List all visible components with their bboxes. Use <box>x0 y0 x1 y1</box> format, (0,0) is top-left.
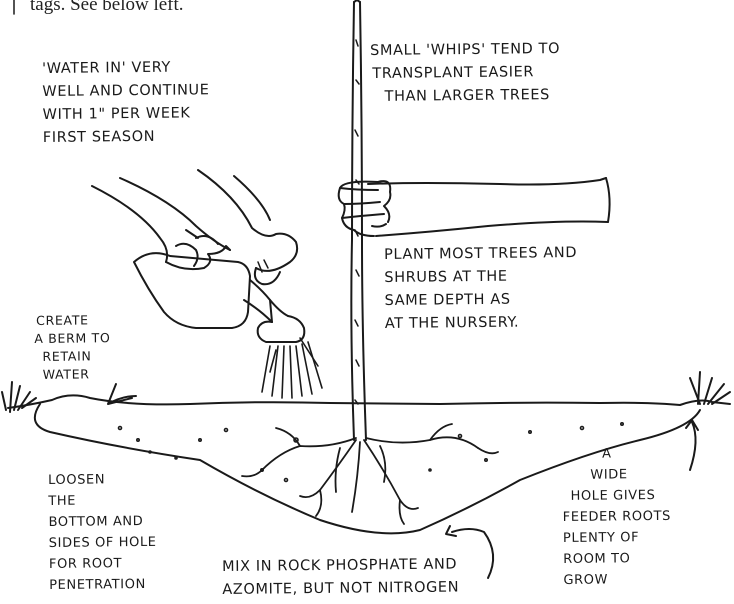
note-wide-hole: A WIDE HOLE GIVES FEEDER ROOTS PLENTY OF… <box>562 443 672 591</box>
holding-hand <box>339 178 610 236</box>
water-spray <box>262 338 322 398</box>
grass-left <box>2 382 36 412</box>
tree-trunk <box>351 0 366 440</box>
note-create-berm: CREATE A BERM TO RETAIN WATER <box>34 311 111 384</box>
note-water-in: 'WATER IN' VERY WELL AND CONTINUE WITH 1… <box>42 56 210 150</box>
note-mix-in-minerals: MIX IN ROCK PHOSPHATE AND AZOMITE, BUT N… <box>222 554 459 602</box>
watering-can <box>134 253 304 342</box>
note-loosen-hole: LOOSEN THE BOTTOM AND SIDES OF HOLE FOR … <box>48 469 157 596</box>
note-plant-depth: PLANT MOST TREES AND SHRUBS AT THE SAME … <box>384 242 578 336</box>
arrow-berm <box>108 384 136 404</box>
note-small-whips: SMALL 'WHIPS' TEND TO TRANSPLANT EASIER … <box>370 38 561 109</box>
arrow-wide-hole <box>686 420 698 470</box>
soil-speckles <box>119 423 624 482</box>
tree-roots <box>242 424 498 524</box>
grass-right <box>690 372 730 404</box>
watering-hand <box>92 170 297 284</box>
